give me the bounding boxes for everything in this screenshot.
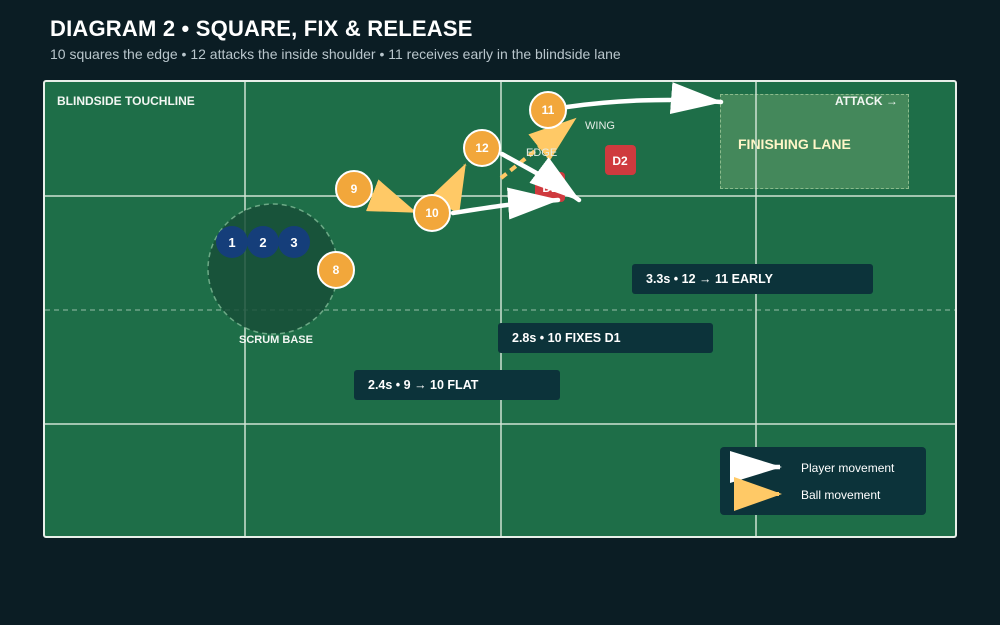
player-3 [278,226,310,258]
blindside-touchline-label: BLINDSIDE TOUCHLINE [57,94,195,108]
player-10 [413,194,451,232]
player-9-label: 9 [351,182,358,196]
player-12-label: 12 [475,141,489,155]
player-12 [463,129,501,167]
pitch-diagram: D1 D2 1 2 3 [45,82,955,536]
player-1-label: 1 [228,235,235,250]
player-11-label: 11 [542,103,555,117]
finishing-lane-label: FINISHING LANE [738,136,851,152]
player-10-label: 10 [425,206,439,220]
finishing-lane-zone [720,94,909,189]
player-8 [317,251,355,289]
legend-swatches [730,451,782,511]
defender-d2 [605,145,636,175]
wing-label: WING [585,120,615,132]
page-subtitle: 10 squares the edge • 12 attacks the ins… [50,46,621,62]
callout-10-fixes-d1: 2.8s • 10 FIXES D1 [498,323,713,353]
player-1 [216,226,248,258]
legend-ball-movement: Ball movement [801,488,881,502]
player-2-label: 2 [259,235,266,250]
player-9 [335,170,373,208]
rugby-pitch: FINISHING LANE D1 D2 [43,80,957,538]
run-11-blindside [564,82,724,115]
legend: Player movement Ball movement [720,447,926,515]
legend-player-movement: Player movement [801,461,895,475]
callout-pass-9-10: 2.4s • 9 → 10 FLAT [354,370,560,400]
player-2 [247,226,279,258]
edge-label: EDGE [526,147,558,159]
defender-d2-label: D2 [612,154,628,168]
page-title: DIAGRAM 2 • SQUARE, FIX & RELEASE [50,16,473,41]
scrum-base-label: SCRUM BASE [239,334,313,346]
run-12-inside-shoulder [499,151,582,203]
attack-direction-label: ATTACK → [835,94,898,108]
ball-pass-10-to-12 [428,163,467,214]
player-3-label: 3 [290,235,297,250]
run-10-square [450,187,561,220]
player-8-label: 8 [333,263,340,277]
callout-12-11-early: 3.3s • 12 → 11 EARLY [632,264,873,294]
player-11 [529,91,567,129]
ball-pass-12-to-11 [499,117,577,180]
ball-pass-9-to-10 [365,179,417,214]
